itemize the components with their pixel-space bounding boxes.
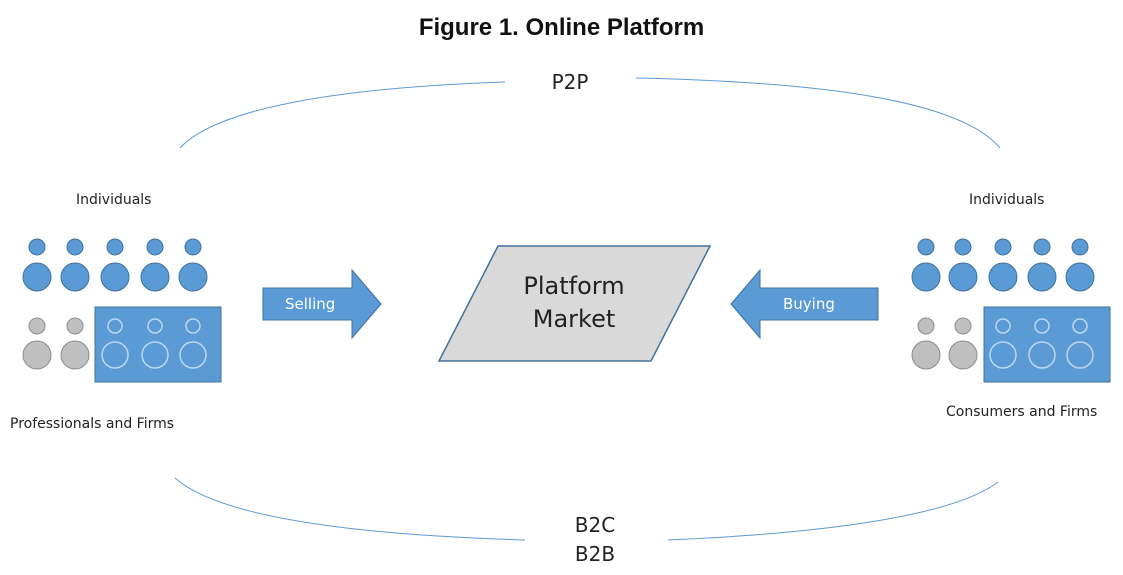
firm-head-icon: [1072, 318, 1088, 334]
firm-head-icon: [185, 318, 201, 334]
firm-body-icon: [989, 341, 1017, 369]
buying-arrow: [730, 268, 879, 340]
person-head-icon: [146, 238, 164, 256]
b2b-label: B2B: [574, 542, 616, 566]
firm-body-icon: [1066, 341, 1094, 369]
person-body-icon: [911, 262, 941, 292]
professional-body-icon: [22, 340, 52, 370]
firm-body-icon: [1028, 341, 1056, 369]
consumer-body-icon: [911, 340, 941, 370]
figure-title: Figure 1. Online Platform: [418, 14, 705, 41]
buying-label: Buying: [783, 295, 835, 313]
firm-body-icon: [141, 341, 169, 369]
firm-box: [94, 306, 222, 383]
consumer-head-icon: [917, 317, 935, 335]
person-body-icon: [948, 262, 978, 292]
right-individuals-label: Individuals: [969, 192, 1045, 208]
firm-body-icon: [179, 341, 207, 369]
person-body-icon: [178, 262, 208, 292]
person-head-icon: [106, 238, 124, 256]
platform-market-shape: [437, 245, 712, 362]
firm-head-icon: [107, 318, 123, 334]
professional-head-icon: [28, 317, 46, 335]
firm-head-icon: [995, 318, 1011, 334]
firm-head-icon: [147, 318, 163, 334]
person-head-icon: [1071, 238, 1089, 256]
professional-body-icon: [60, 340, 90, 370]
firm-box: [983, 306, 1111, 383]
right-consumers-label: Consumers and Firms: [946, 404, 1098, 420]
firm-body-icon: [101, 341, 129, 369]
person-body-icon: [140, 262, 170, 292]
platform-label-line-1: Platform: [523, 272, 625, 300]
bottom-connector-right: [667, 481, 999, 541]
professional-head-icon: [66, 317, 84, 335]
person-body-icon: [1065, 262, 1095, 292]
consumer-head-icon: [954, 317, 972, 335]
platform-label: Platform Market: [484, 270, 664, 336]
firm-head-icon: [1034, 318, 1050, 334]
p2p-label: P2P: [551, 70, 589, 94]
person-body-icon: [60, 262, 90, 292]
left-participants: [22, 238, 222, 383]
person-head-icon: [28, 238, 46, 256]
person-body-icon: [988, 262, 1018, 292]
person-head-icon: [184, 238, 202, 256]
person-body-icon: [22, 262, 52, 292]
person-head-icon: [66, 238, 84, 256]
selling-arrow: [262, 268, 382, 340]
top-connector-right: [635, 77, 1001, 149]
right-participants: [911, 238, 1111, 383]
left-individuals-label: Individuals: [76, 192, 152, 208]
top-connector-left: [179, 81, 506, 149]
person-head-icon: [917, 238, 935, 256]
person-body-icon: [1027, 262, 1057, 292]
selling-label: Selling: [285, 295, 336, 313]
left-professionals-label: Professionals and Firms: [10, 416, 175, 432]
person-head-icon: [1033, 238, 1051, 256]
platform-label-line-2: Market: [532, 305, 616, 333]
person-head-icon: [954, 238, 972, 256]
bottom-connector-left: [174, 477, 526, 541]
person-head-icon: [994, 238, 1012, 256]
person-body-icon: [100, 262, 130, 292]
b2c-label: B2C: [574, 513, 616, 537]
consumer-body-icon: [948, 340, 978, 370]
